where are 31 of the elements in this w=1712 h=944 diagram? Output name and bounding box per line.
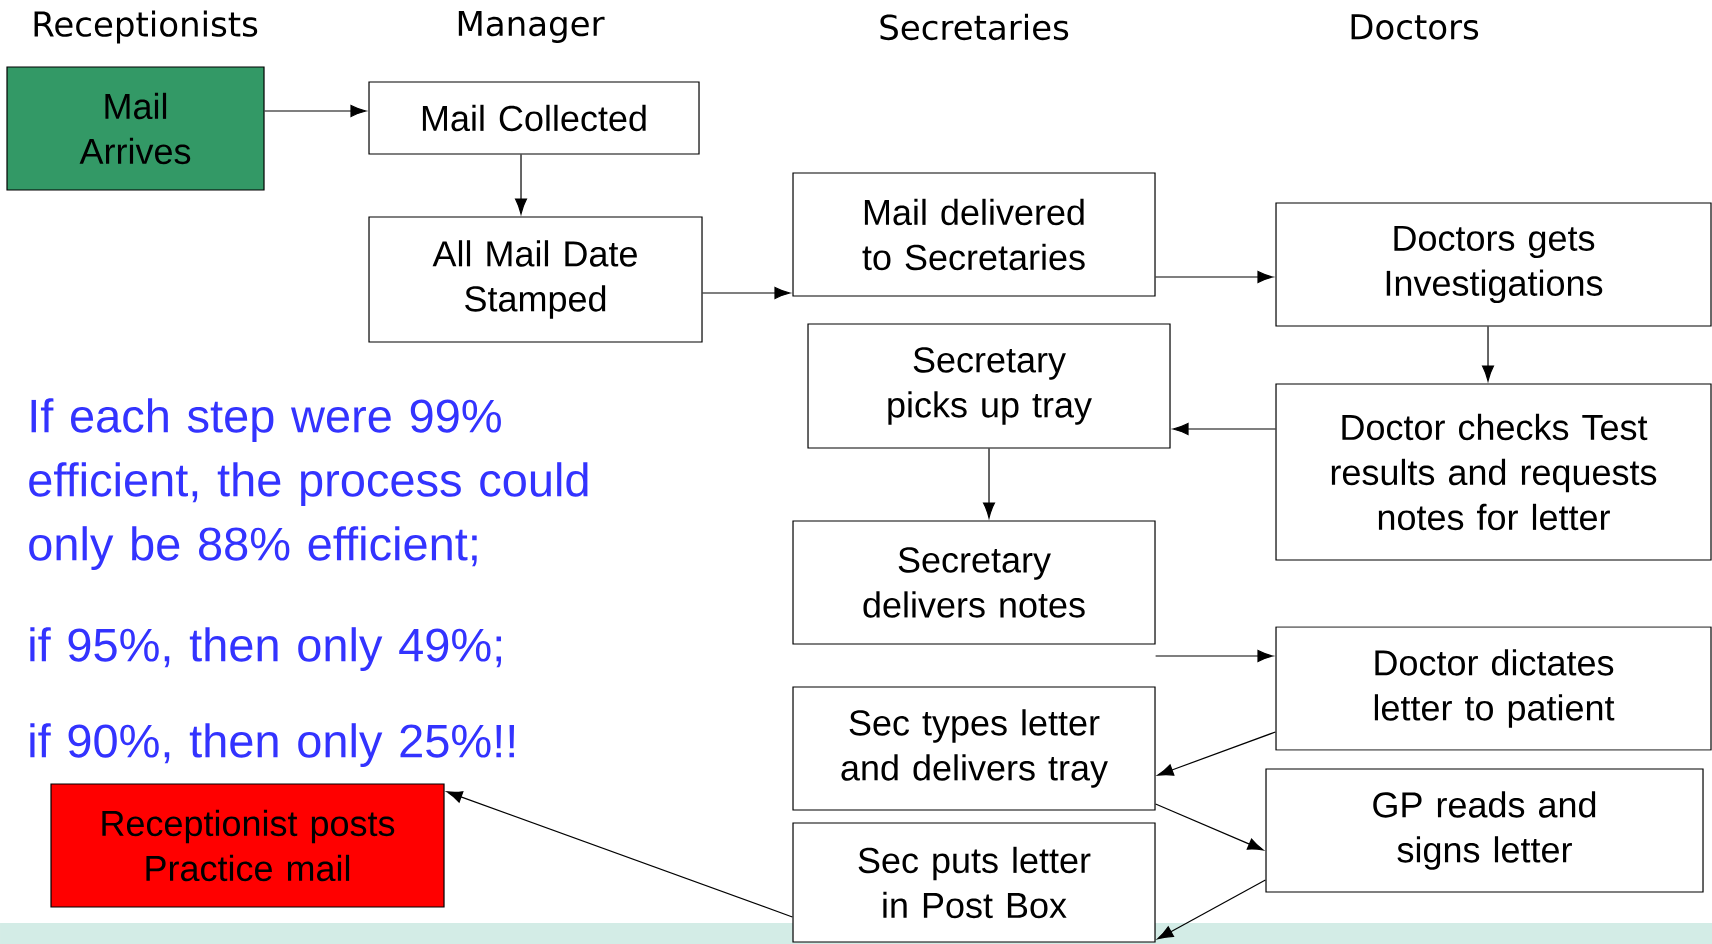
arrow: [982, 448, 996, 519]
arrow: [702, 286, 791, 300]
note-text: if 90%, then only 25%!!: [30, 723, 515, 767]
arrow: [1155, 649, 1274, 663]
arrow: [514, 154, 528, 215]
process-box: All Mail Date Stamped: [368, 216, 703, 343]
column-heading: Manager: [458, 11, 605, 43]
arrow: [1155, 270, 1274, 284]
process-box: Receptionist posts Practice mail: [50, 783, 445, 908]
process-box: Secretary picks up tray: [807, 323, 1171, 449]
note-text: If each step were 99% efficient, the process could only be 88% efficient;: [29, 398, 588, 570]
process-box: Doctor dictates letter to patient: [1275, 626, 1712, 751]
process-box: Mail delivered to Secretaries: [792, 172, 1156, 297]
process-box: Mail Arrives: [6, 66, 265, 191]
arrow: [1481, 326, 1495, 382]
process-box: Doctor checks Test results and requests notes for letter: [1275, 383, 1712, 561]
process-box: Sec types letter and delivers tray: [792, 686, 1156, 811]
arrow: [1155, 803, 1264, 851]
process-box: Mail Collected: [368, 81, 700, 155]
process-box: Doctors gets Investigations: [1275, 202, 1712, 327]
process-box: Sec puts letter in Post Box: [792, 822, 1156, 943]
column-heading: Secretaries: [880, 13, 1069, 41]
note-text: if 95%, then only 49%;: [30, 627, 501, 671]
arrow: [1157, 731, 1276, 776]
process-box: GP reads and signs letter: [1265, 768, 1704, 893]
arrow: [1157, 879, 1266, 940]
arrow: [264, 104, 367, 118]
arrow: [1172, 422, 1276, 436]
arrow: [446, 791, 793, 918]
process-box: Secretary delivers notes: [792, 520, 1156, 645]
column-heading: Doctors: [1351, 14, 1479, 40]
